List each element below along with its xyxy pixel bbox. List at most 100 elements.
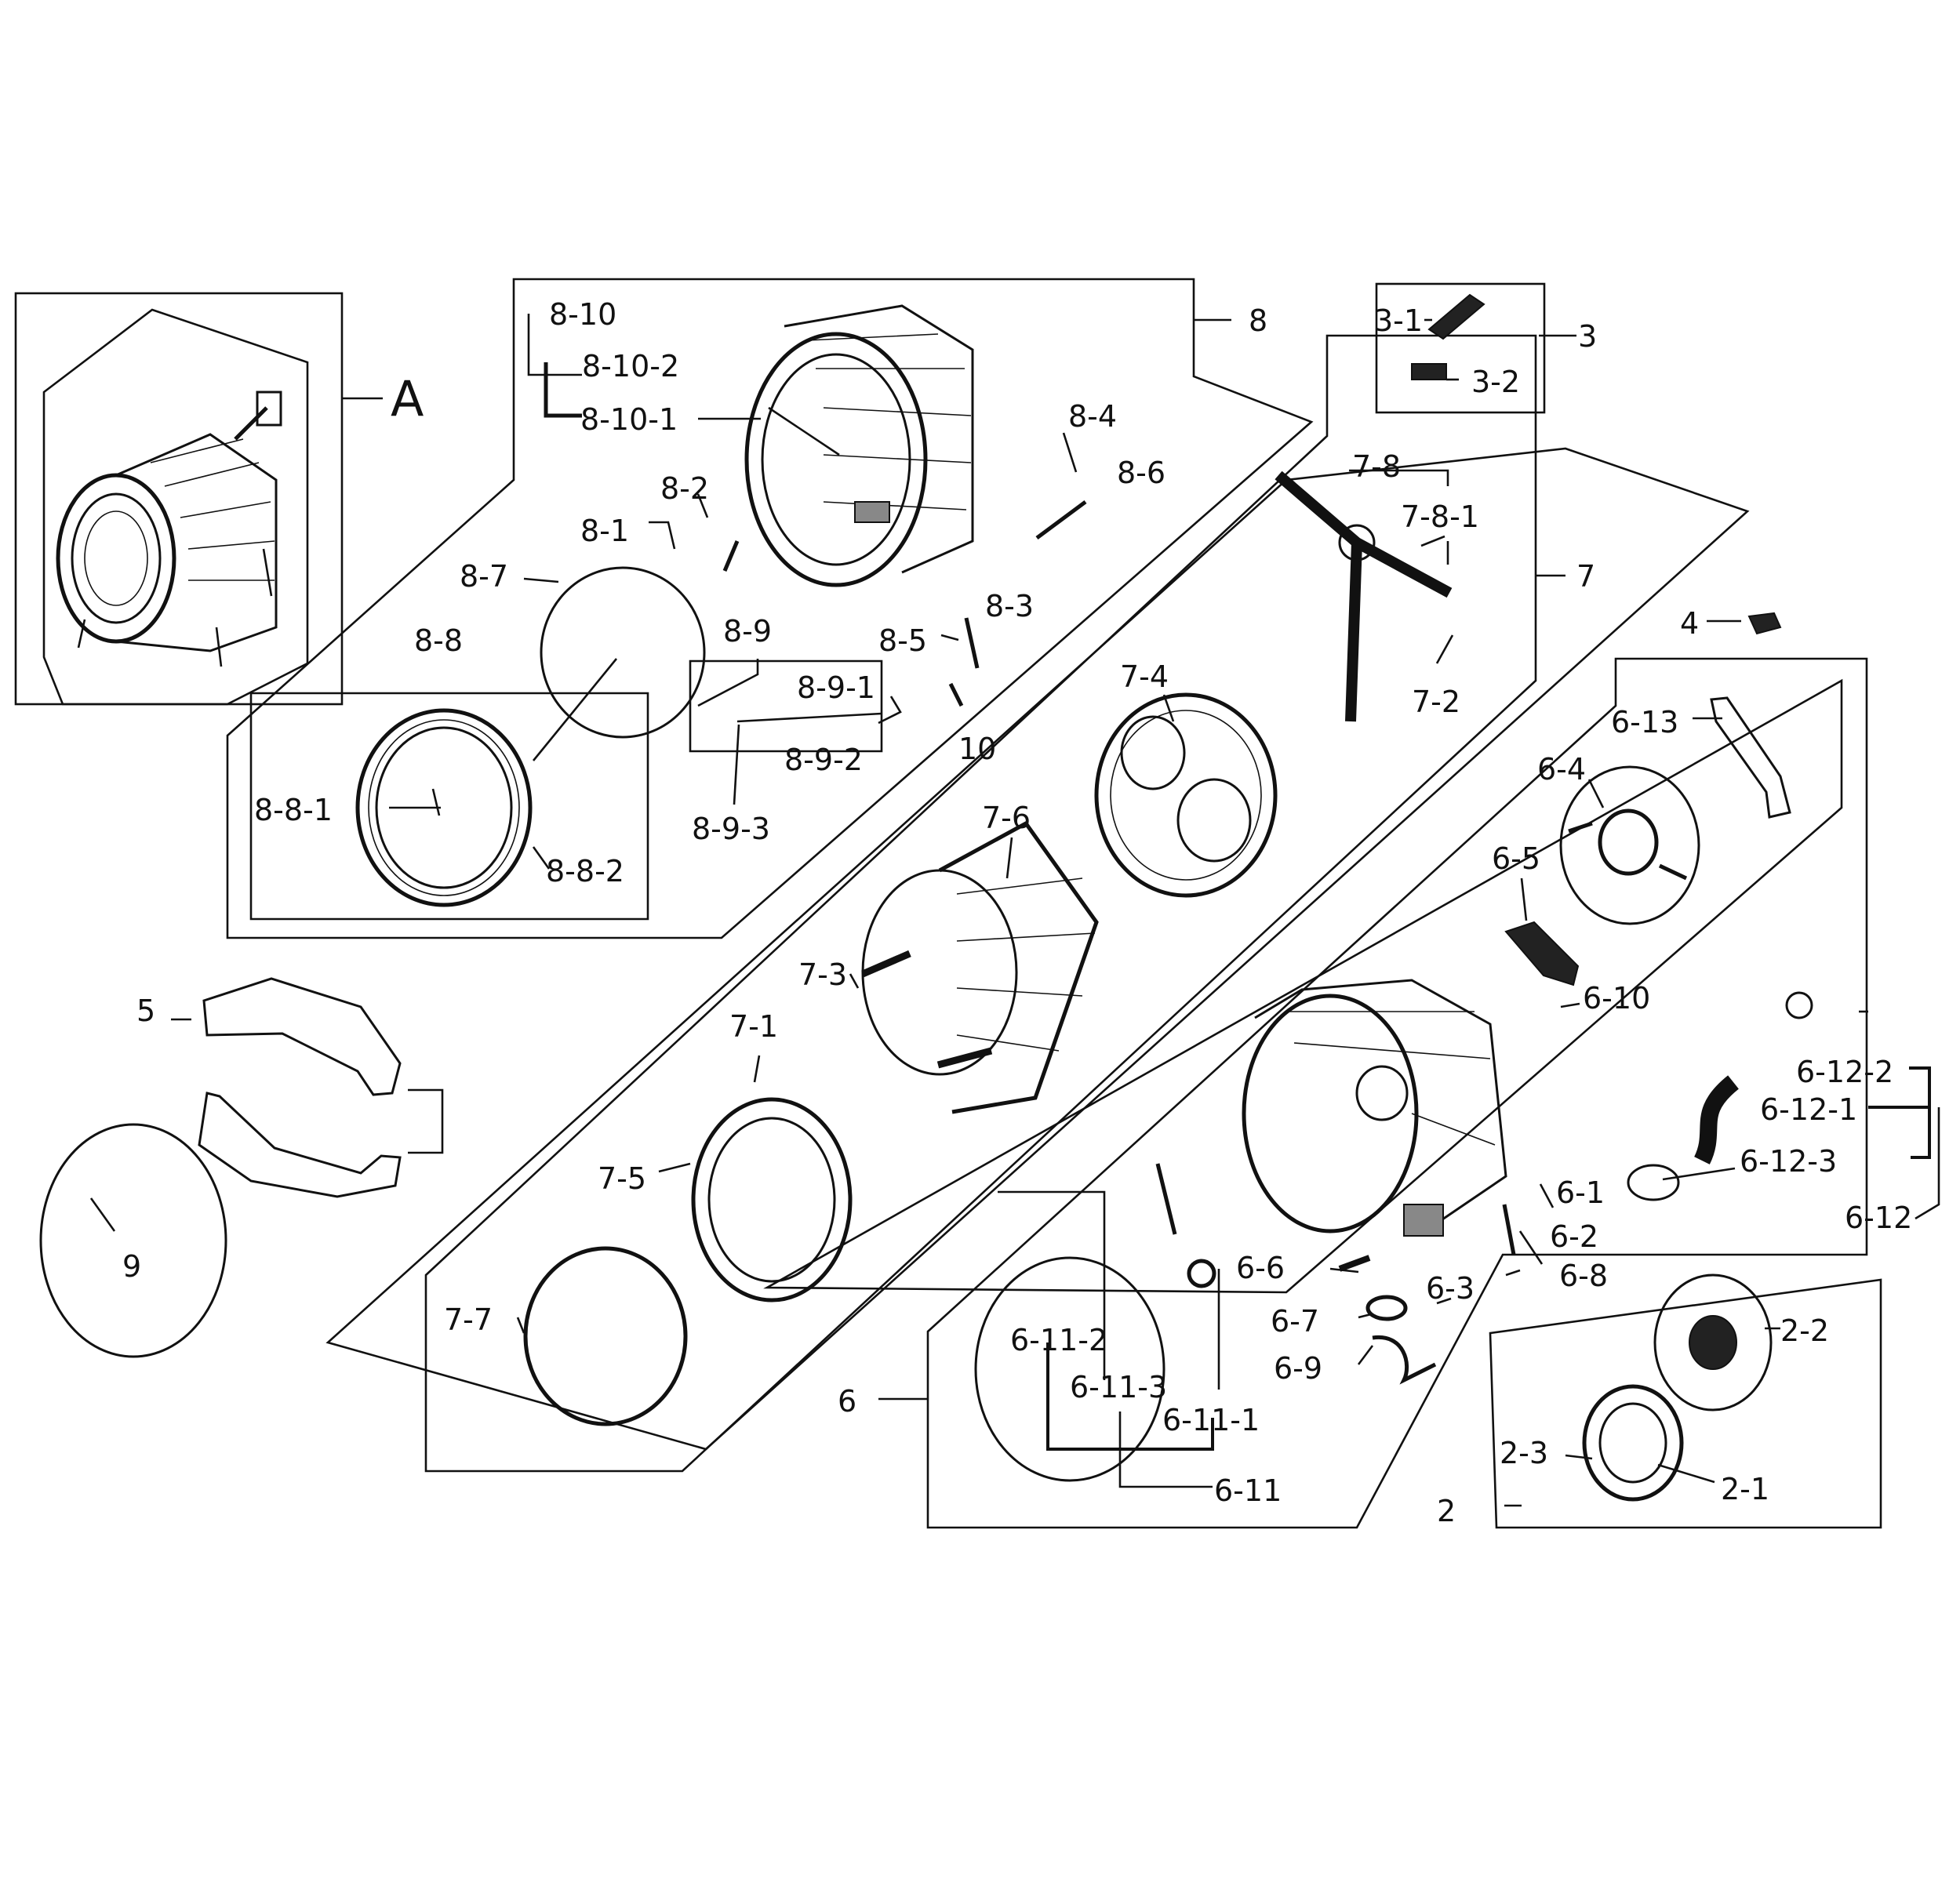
label-2-2: 2-2 — [1780, 1313, 1829, 1348]
label-6-11-3: 6-11-3 — [1070, 1370, 1167, 1404]
hose-6-12 — [1627, 991, 1813, 1201]
pin-8-9-2 — [736, 712, 882, 723]
label-6-7: 6-7 — [1271, 1304, 1319, 1339]
drum-7-6 — [861, 820, 1099, 1114]
label-8-8-1: 8-8-1 — [254, 793, 333, 827]
rear-tub-6 — [1242, 979, 1507, 1237]
pipe-6-9 — [1372, 1335, 1437, 1385]
gasket-8-7 — [540, 566, 706, 739]
label-8-9-1: 8-9-1 — [797, 670, 875, 705]
label-8-2: 8-2 — [660, 471, 709, 506]
front-ring-8-8 — [355, 708, 533, 907]
label-8-3: 8-3 — [985, 589, 1034, 623]
seal-6-11-1 — [1187, 1259, 1216, 1288]
label-6-11-2: 6-11-2 — [1010, 1323, 1107, 1357]
assembly-a-frame — [14, 292, 344, 706]
label-6-11-1: 6-11-1 — [1162, 1403, 1260, 1437]
label-6-12-2: 6-12-2 — [1796, 1055, 1893, 1089]
group-6-inner-line — [998, 1190, 1106, 1380]
label-8-1: 8-1 — [580, 514, 629, 548]
label-3-2: 3-2 — [1471, 365, 1520, 399]
assembly-a-inner-frame — [42, 308, 309, 706]
label-6-11: 6-11 — [1214, 1473, 1282, 1508]
label-8-7: 8-7 — [460, 559, 508, 594]
label-6-2: 6-2 — [1550, 1219, 1598, 1254]
label-8-6: 8-6 — [1117, 456, 1165, 490]
label-5: 5 — [136, 994, 155, 1028]
gasket-9 — [39, 1123, 227, 1358]
rear-bracket-6-4 — [1559, 765, 1700, 925]
label-9: 9 — [122, 1249, 141, 1284]
group-7-diagonal — [325, 447, 1750, 1451]
group-8-frame — [226, 278, 1314, 939]
label-6-4: 6-4 — [1537, 752, 1586, 787]
heater-3 — [1411, 293, 1485, 380]
clip-4 — [1747, 612, 1782, 635]
label-7-6: 7-6 — [982, 801, 1031, 835]
group-8-8-frame — [249, 692, 649, 921]
label-7-7: 7-7 — [444, 1303, 493, 1337]
label-7-5: 7-5 — [598, 1161, 646, 1196]
label-8-9-3: 8-9-3 — [692, 812, 770, 846]
mount-6-5 — [1504, 921, 1580, 986]
damper-6-8 — [1502, 1204, 1516, 1255]
gasket-6-11 — [974, 1256, 1165, 1482]
label-2-1: 2-1 — [1721, 1472, 1769, 1506]
label-6-12-3: 6-12-3 — [1740, 1144, 1837, 1179]
label-6-10: 6-10 — [1583, 981, 1650, 1015]
label-8: 8 — [1249, 303, 1267, 338]
drum-ring-7-7 — [523, 1246, 688, 1426]
parts — [39, 293, 1813, 1502]
label-6-12: 6-12 — [1845, 1201, 1912, 1235]
label-8-10-2: 8-10-2 — [582, 349, 679, 383]
label-6-12-1: 6-12-1 — [1760, 1092, 1857, 1127]
group-3-frame — [1375, 282, 1546, 414]
label-3-1: 3-1 — [1374, 303, 1423, 338]
group-frames — [14, 278, 1882, 1529]
label-6-5: 6-5 — [1492, 841, 1540, 876]
bracket-6-13 — [1710, 696, 1791, 819]
leader-lines — [89, 314, 1940, 1507]
group-6-diagonal — [763, 678, 1843, 1294]
label-6-9: 6-9 — [1274, 1351, 1322, 1386]
drum-ring-7-5 — [691, 1097, 853, 1303]
label-7-3: 7-3 — [798, 957, 847, 992]
motor-2 — [1582, 1273, 1773, 1502]
label-3: 3 — [1578, 319, 1597, 354]
label-6-6: 6-6 — [1236, 1251, 1285, 1285]
spider-7-2 — [1275, 470, 1453, 722]
label-8-4: 8-4 — [1068, 399, 1117, 434]
label-7-8-1: 7-8-1 — [1401, 500, 1479, 534]
label-8-10: 8-10 — [549, 297, 616, 332]
screw-10 — [948, 682, 964, 707]
label-6: 6 — [838, 1384, 856, 1419]
label-6-1: 6-1 — [1556, 1175, 1605, 1210]
label-7: 7 — [1576, 559, 1595, 594]
connector-6-7 — [1365, 1295, 1408, 1321]
label-7-1: 7-1 — [729, 1009, 778, 1044]
label-8-5: 8-5 — [878, 623, 927, 658]
label-2-3: 2-3 — [1500, 1436, 1548, 1470]
callout-labels: A 8 8-10 8-10-2 8-10-1 8-4 8-6 8-2 8-1 8… — [122, 297, 1912, 1528]
damper-8-1 — [722, 540, 740, 572]
label-7-2: 7-2 — [1412, 685, 1460, 719]
assembly-a-tub — [56, 391, 282, 667]
brackets-5 — [198, 977, 402, 1198]
group-8-9-frame — [689, 659, 883, 753]
label-7-8: 7-8 — [1352, 449, 1401, 484]
front-tub-part — [744, 304, 974, 587]
group-2-frame — [1489, 1278, 1882, 1529]
label-10: 10 — [958, 732, 996, 766]
label-4: 4 — [1680, 606, 1699, 641]
label-8-9-2: 8-9-2 — [784, 743, 863, 777]
label-8-10-1: 8-10-1 — [580, 402, 678, 437]
label-7-4: 7-4 — [1120, 659, 1169, 694]
label-2: 2 — [1437, 1494, 1456, 1528]
drum-back-7-4 — [1094, 692, 1278, 898]
label-6-3: 6-3 — [1426, 1271, 1475, 1306]
hinge-8-6 — [1035, 500, 1087, 540]
group-7-frame — [424, 334, 1537, 1473]
damper-6-1 — [1155, 1163, 1177, 1235]
label-8-9: 8-9 — [723, 614, 772, 649]
